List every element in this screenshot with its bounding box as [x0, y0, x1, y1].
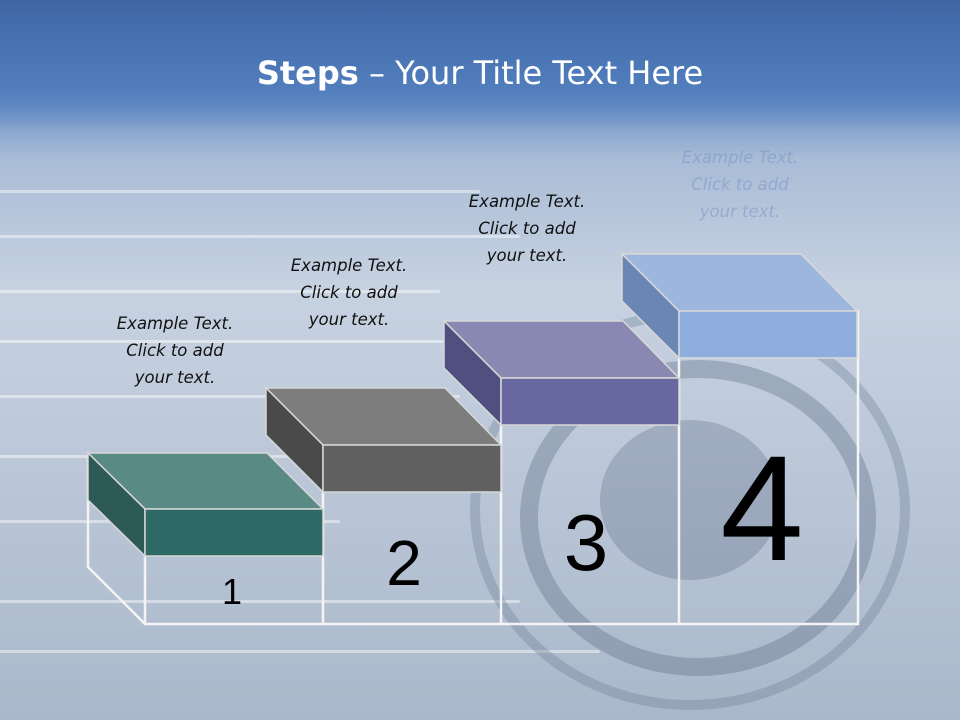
caption-line: Click to add: [478, 219, 576, 238]
title-bold-part: Steps: [256, 54, 359, 92]
caption-line: your text.: [308, 310, 390, 329]
caption-line: your text.: [486, 246, 568, 265]
caption-line: Click to add: [300, 283, 398, 302]
caption-line: Example Text.: [681, 148, 799, 167]
step-3-block[interactable]: [442, 319, 681, 427]
step-1-number: 1: [222, 571, 242, 612]
step-2-number: 2: [386, 527, 422, 599]
slide-title[interactable]: Steps – Your Title Text Here: [0, 54, 960, 92]
step-4-block[interactable]: [620, 252, 859, 360]
step-4-number: 4: [720, 424, 803, 592]
step-2-caption[interactable]: Example Text. Click to add your text.: [269, 252, 429, 333]
step-3-front: [500, 377, 680, 426]
title-text: – Your Title Text Here: [358, 54, 704, 92]
caption-line: your text.: [699, 202, 781, 221]
step-4-front: [678, 310, 858, 359]
step-3-caption[interactable]: Example Text. Click to add your text.: [447, 188, 607, 269]
step-2-block[interactable]: [264, 386, 503, 494]
caption-line: Example Text.: [290, 256, 408, 275]
step-2-front: [322, 444, 502, 493]
caption-line: Click to add: [691, 175, 789, 194]
step-1-caption[interactable]: Example Text. Click to add your text.: [95, 310, 255, 391]
title-bar: [0, 0, 960, 130]
caption-line: Click to add: [126, 341, 224, 360]
step-4-caption[interactable]: Example Text. Click to add your text.: [660, 144, 820, 225]
caption-line: Example Text.: [468, 192, 586, 211]
caption-line: Example Text.: [116, 314, 234, 333]
caption-line: your text.: [134, 368, 216, 387]
step-1-front: [144, 508, 324, 557]
step-1-block[interactable]: [86, 451, 325, 558]
step-3-number: 3: [564, 498, 609, 587]
